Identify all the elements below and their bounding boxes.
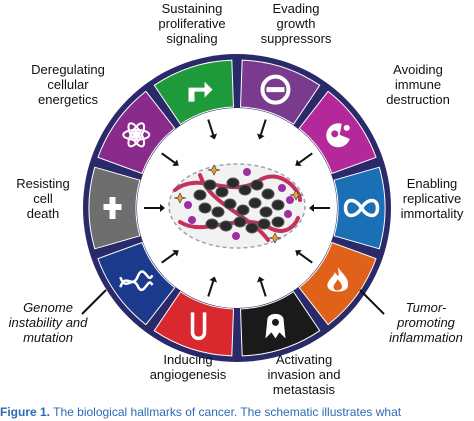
label-resisting-cell-death: Resisting cell death <box>16 176 70 221</box>
tumor-cell <box>198 202 212 214</box>
tumor-center <box>168 163 306 249</box>
tumor-cell <box>238 184 252 196</box>
tumor-cell <box>248 197 262 209</box>
fibroblast-cell <box>268 232 282 244</box>
pacman-cell-icon <box>326 123 350 148</box>
arrowhead-avoiding-immune-destruction <box>295 159 302 166</box>
arrowhead-deregulating-cellular-energetics <box>172 159 179 166</box>
caption-figure-number: Figure 1. <box>0 405 51 419</box>
tumor-cell <box>245 222 259 234</box>
inward-arrows <box>144 119 330 297</box>
immune-cell <box>243 168 251 176</box>
vessel-icon <box>190 312 207 341</box>
invasive-cell-icon <box>265 313 286 339</box>
label-sustaining-proliferative-signaling: Sustaining proliferative signaling <box>158 1 226 46</box>
tumor-cell <box>271 216 285 228</box>
label-genome-instability-and-mutation: Genome instability and mutation <box>8 300 88 345</box>
flame-icon <box>327 267 349 292</box>
label-avoiding-immune-destruction: Avoiding immune destruction <box>386 62 450 107</box>
arrow-avoiding-immune-destruction <box>298 152 313 164</box>
arrow-sustaining-proliferative-signaling <box>207 119 215 136</box>
label-tumor-promoting-inflammation: Tumor- promoting inflammation <box>389 300 463 345</box>
tumor-cell <box>203 179 217 191</box>
label-pointers <box>81 289 385 315</box>
immune-cell <box>232 232 240 240</box>
tumor-cell <box>236 204 250 216</box>
tumor-cell <box>271 199 285 211</box>
arrowhead-resisting-cell-death <box>160 204 165 212</box>
arrow-genome-instability-and-mutation <box>161 252 176 264</box>
cross-icon <box>103 197 122 219</box>
fibroblast-cell <box>289 189 303 201</box>
immune-cell <box>188 216 196 224</box>
tumor-cell <box>261 188 275 200</box>
infinity-icon <box>343 198 380 218</box>
label-evading-growth-suppressors: Evading growth suppressors <box>260 1 332 46</box>
tumor-cell <box>259 206 273 218</box>
tumor-cell <box>215 186 229 198</box>
arrowhead-sustaining-proliferative-signaling <box>209 133 218 140</box>
arrowhead-activating-invasion-and-metastasis <box>256 276 265 283</box>
immune-cell <box>184 201 192 209</box>
arrow-activating-invasion-and-metastasis <box>259 280 267 297</box>
arrowhead-enabling-replicative-immortality <box>309 204 314 212</box>
arrowhead-genome-instability-and-mutation <box>172 250 179 257</box>
tumor-cell <box>257 218 271 230</box>
tumor-cell <box>223 198 237 210</box>
tumor-cell <box>233 216 247 228</box>
label-inducing-angiogenesis: Inducing angiogenesis <box>149 352 227 382</box>
arrowhead-evading-growth-suppressors <box>256 133 265 140</box>
dna-icon <box>119 270 154 291</box>
pointer-genome-instability <box>81 289 107 315</box>
arrowhead-inducing-angiogenesis <box>209 276 218 283</box>
atom-icon <box>122 122 151 148</box>
label-enabling-replicative-immortality: Enabling replicative immortality <box>400 176 464 221</box>
arrow-deregulating-cellular-energetics <box>161 152 176 164</box>
tumor-cell <box>205 218 219 230</box>
prohibition-icon <box>260 74 291 105</box>
arrow-inducing-angiogenesis <box>207 280 215 297</box>
figure-caption: Figure 1. The biological hallmarks of ca… <box>0 405 474 421</box>
segment-evading-growth-suppressors <box>240 59 321 125</box>
caption-text: The biological hallmarks of cancer. The … <box>53 405 402 419</box>
immune-cell <box>284 210 292 218</box>
arrowhead-tumor-promoting-inflammation <box>295 250 302 257</box>
label-activating-invasion-and-metastasis: Activating invasion and metastasis <box>267 352 341 397</box>
immune-cell <box>278 184 286 192</box>
fibroblast-cell <box>207 164 221 176</box>
tumor-cell <box>226 177 240 189</box>
tumor-cell <box>193 189 207 201</box>
label-deregulating-cellular-energetics: Deregulating cellular energetics <box>31 62 105 107</box>
pointer-tumor-promoting-inflammation <box>359 289 385 315</box>
fibroblast-cell <box>173 192 187 204</box>
arrow-icon <box>188 81 213 102</box>
tumor-cell <box>250 179 264 191</box>
tumor-cell <box>219 220 233 232</box>
arrow-evading-growth-suppressors <box>259 119 267 136</box>
immune-cell <box>286 196 294 204</box>
arrow-tumor-promoting-inflammation <box>298 252 313 264</box>
tumor-cell <box>211 206 225 218</box>
